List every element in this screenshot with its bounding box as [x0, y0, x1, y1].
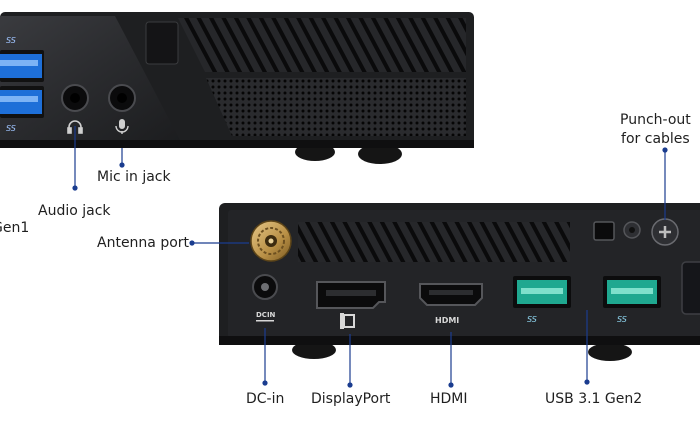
- antenna-port: [250, 220, 292, 262]
- label-hdmi: HDMI: [430, 391, 468, 407]
- label-punch-out: Punch-out for cables: [620, 112, 691, 147]
- usb31-logo-2: SS: [617, 315, 627, 324]
- front-foot-right: [358, 144, 402, 164]
- usb31-logo-1: SS: [527, 315, 537, 324]
- front-usb-logo-bottom: SS: [6, 124, 16, 133]
- hdmi-port: [419, 283, 483, 306]
- power-button: [145, 21, 179, 65]
- callout-lines: [72, 126, 668, 388]
- displayport-port: [316, 281, 386, 309]
- microphone-icon: [115, 119, 129, 134]
- dc-in-port: [252, 274, 278, 300]
- rear-foot-right: [588, 343, 632, 361]
- rear-bottom-edge: [219, 336, 700, 345]
- front-usb-logo-top: SS: [6, 36, 16, 45]
- label-usb-gen1-partial: Gen1: [0, 220, 30, 236]
- mic-jack-port: [108, 84, 136, 112]
- displayport-icon: [340, 313, 355, 329]
- usb31-port-1: [513, 276, 571, 308]
- screw-icon: [623, 221, 641, 239]
- front-usb-port-top: [0, 50, 44, 82]
- front-bottom-mesh: [206, 78, 466, 136]
- front-unit: SS SS: [0, 12, 474, 164]
- dcin-polarity-mark: [256, 320, 274, 322]
- hdmi-marking: HDMI: [435, 316, 459, 325]
- rear-right-panel: [681, 261, 700, 315]
- front-bottom-edge: [0, 140, 474, 148]
- label-dc-in: DC-in: [246, 391, 285, 407]
- rear-vents: [298, 222, 570, 262]
- front-top-vents: [178, 18, 466, 72]
- rear-foot-left: [292, 341, 336, 359]
- punch-out-screw: [651, 218, 679, 246]
- headphone-icon: [67, 120, 83, 134]
- label-displayport: DisplayPort: [311, 391, 391, 407]
- usb31-port-2: [603, 276, 661, 308]
- label-antenna-port: Antenna port: [97, 235, 190, 251]
- label-usb31-gen2: USB 3.1 Gen2: [545, 391, 643, 407]
- lock-slot-icon: [593, 221, 615, 241]
- front-usb-port-bottom: [0, 86, 44, 118]
- front-brushed-face: [0, 16, 180, 140]
- label-mic-in: Mic in jack: [97, 169, 171, 185]
- dcin-marking: DCIN: [256, 311, 276, 319]
- label-audio-jack: Audio jack: [38, 203, 111, 219]
- audio-jack-port: [61, 84, 89, 112]
- rear-unit: DCIN HDMI SS SS: [219, 203, 700, 361]
